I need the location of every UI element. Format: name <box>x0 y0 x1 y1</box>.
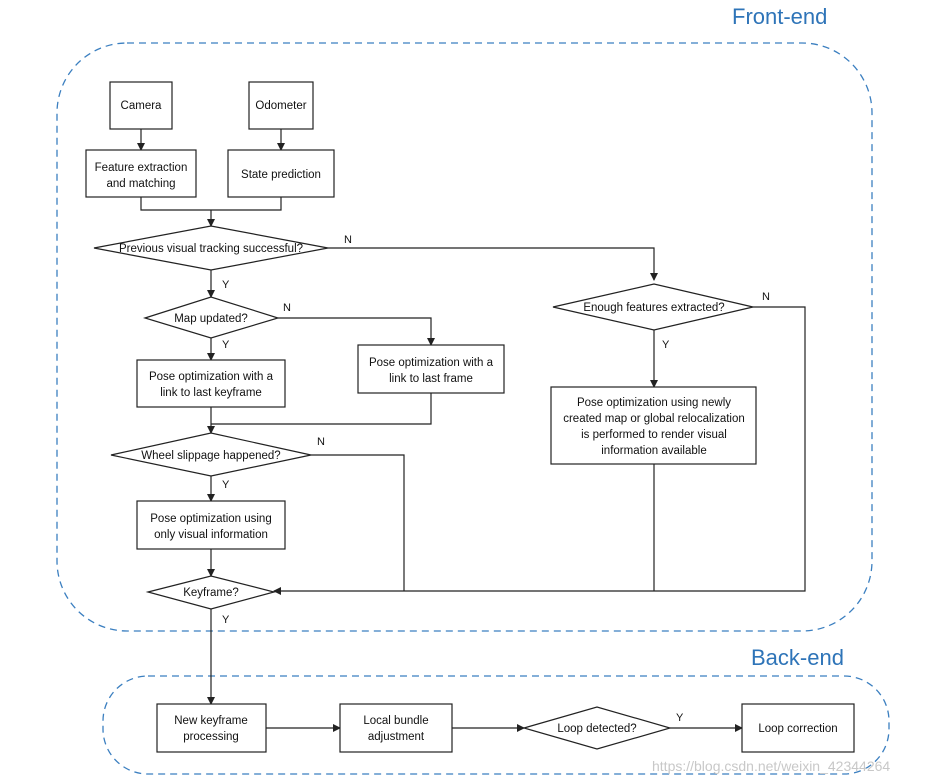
back-end-title: Back-end <box>751 645 844 670</box>
label-no-enough-features: N <box>762 291 770 303</box>
state-prediction-box: State prediction <box>227 149 335 198</box>
pose-visual-only-box: Pose optimization using only visual info… <box>136 500 286 550</box>
feature-extraction-box: Feature extraction and matching <box>85 149 197 198</box>
svg-text:Odometer: Odometer <box>255 100 306 112</box>
pose-last-keyframe-box: Pose optimization with a link to last ke… <box>136 359 286 408</box>
label-yes-loop-detected: Y <box>676 712 684 724</box>
wheel-slippage-decision: Wheel slippage happened? <box>110 432 312 477</box>
loop-detected-decision: Loop detected? <box>521 706 673 750</box>
label-yes-wheel-slippage: Y <box>222 479 230 491</box>
pose-last-keyframe-line-1: Pose optimization with a <box>149 371 274 383</box>
svg-text:only visual information: only visual information <box>154 529 268 541</box>
svg-text:Pose optimization with a: Pose optimization with a <box>369 357 494 369</box>
new-keyframe-line-2: processing <box>183 731 239 743</box>
odometer-label: Odometer <box>255 100 306 112</box>
feature-extraction-line-2: and matching <box>106 178 175 190</box>
svg-text:New keyframe: New keyframe <box>174 715 248 727</box>
pose-visual-only-line-1: Pose optimization using <box>150 513 271 525</box>
label-yes-map-updated: Y <box>222 339 230 351</box>
label-no-wheel-slippage: N <box>317 436 325 448</box>
svg-text:and matching: and matching <box>106 178 175 190</box>
new-keyframe-line-1: New keyframe <box>174 715 248 727</box>
svg-text:information available: information available <box>601 445 706 457</box>
connectors <box>137 129 806 732</box>
enough-features-label: Enough features extracted? <box>583 302 724 314</box>
map-updated-label: Map updated? <box>174 313 248 325</box>
pose-last-keyframe-line-2: link to last keyframe <box>160 387 262 399</box>
svg-text:Pose optimization using newly: Pose optimization using newly <box>577 397 731 409</box>
camera-label: Camera <box>121 100 163 112</box>
svg-text:Previous visual tracking succe: Previous visual tracking successful? <box>119 243 303 255</box>
front-end-title: Front-end <box>732 4 827 29</box>
svg-text:State prediction: State prediction <box>241 169 321 181</box>
svg-text:Pose optimization with a: Pose optimization with a <box>149 371 274 383</box>
svg-text:Local bundle: Local bundle <box>363 715 428 727</box>
label-no-map-updated: N <box>283 302 291 314</box>
keyframe-decision: Keyframe? <box>145 575 277 610</box>
odometer-box: Odometer <box>248 81 314 130</box>
svg-text:link to last keyframe: link to last keyframe <box>160 387 262 399</box>
local-ba-line-2: adjustment <box>368 731 425 743</box>
enough-features-decision: Enough features extracted? <box>552 283 754 331</box>
prev-tracking-decision: Previous visual tracking successful? <box>93 225 329 271</box>
pose-last-frame-line-1: Pose optimization with a <box>369 357 494 369</box>
pose-new-map-line-4: information available <box>601 445 706 457</box>
new-keyframe-box: New keyframe processing <box>156 703 267 753</box>
svg-text:is performed to render visual: is performed to render visual <box>581 429 727 441</box>
label-no-prev-tracking: N <box>344 234 352 246</box>
svg-text:processing: processing <box>183 731 239 743</box>
map-updated-decision: Map updated? <box>142 296 281 339</box>
pose-new-map-line-2: created map or global relocalization <box>563 413 745 425</box>
local-ba-line-1: Local bundle <box>363 715 428 727</box>
svg-text:Keyframe?: Keyframe? <box>183 587 239 599</box>
loop-correction-label: Loop correction <box>758 723 837 735</box>
pose-visual-only-line-2: only visual information <box>154 529 268 541</box>
keyframe-label: Keyframe? <box>183 587 239 599</box>
svg-text:Camera: Camera <box>121 100 163 112</box>
pose-new-map-line-3: is performed to render visual <box>581 429 727 441</box>
svg-text:Loop detected?: Loop detected? <box>557 723 636 735</box>
label-yes-keyframe: Y <box>222 614 230 626</box>
svg-text:Feature extraction: Feature extraction <box>95 162 188 174</box>
svg-text:Enough features extracted?: Enough features extracted? <box>583 302 724 314</box>
label-yes-prev-tracking: Y <box>222 279 230 291</box>
svg-text:Pose optimization using: Pose optimization using <box>150 513 271 525</box>
camera-box: Camera <box>109 81 173 130</box>
loop-correction-box: Loop correction <box>741 703 855 753</box>
pose-last-frame-line-2: link to last frame <box>389 373 473 385</box>
pose-new-map-line-1: Pose optimization using newly <box>577 397 731 409</box>
wheel-slippage-label: Wheel slippage happened? <box>141 450 280 462</box>
front-end-region <box>56 42 873 632</box>
prev-tracking-label: Previous visual tracking successful? <box>119 243 303 255</box>
label-yes-enough-features: Y <box>662 339 670 351</box>
svg-text:link to last frame: link to last frame <box>389 373 473 385</box>
watermark-text: https://blog.csdn.net/weixin_42344264 <box>652 758 890 774</box>
back-end-region <box>102 675 890 775</box>
loop-detected-label: Loop detected? <box>557 723 636 735</box>
pose-new-map-box: Pose optimization using newly created ma… <box>550 386 757 465</box>
svg-text:Loop correction: Loop correction <box>758 723 837 735</box>
svg-text:Wheel slippage happened?: Wheel slippage happened? <box>141 450 280 462</box>
pose-last-frame-box: Pose optimization with a link to last fr… <box>357 344 505 394</box>
feature-extraction-line-1: Feature extraction <box>95 162 188 174</box>
svg-text:Map updated?: Map updated? <box>174 313 248 325</box>
state-prediction-label: State prediction <box>241 169 321 181</box>
local-ba-box: Local bundle adjustment <box>339 703 453 753</box>
svg-text:created map or global relocali: created map or global relocalization <box>563 413 745 425</box>
svg-text:adjustment: adjustment <box>368 731 425 743</box>
